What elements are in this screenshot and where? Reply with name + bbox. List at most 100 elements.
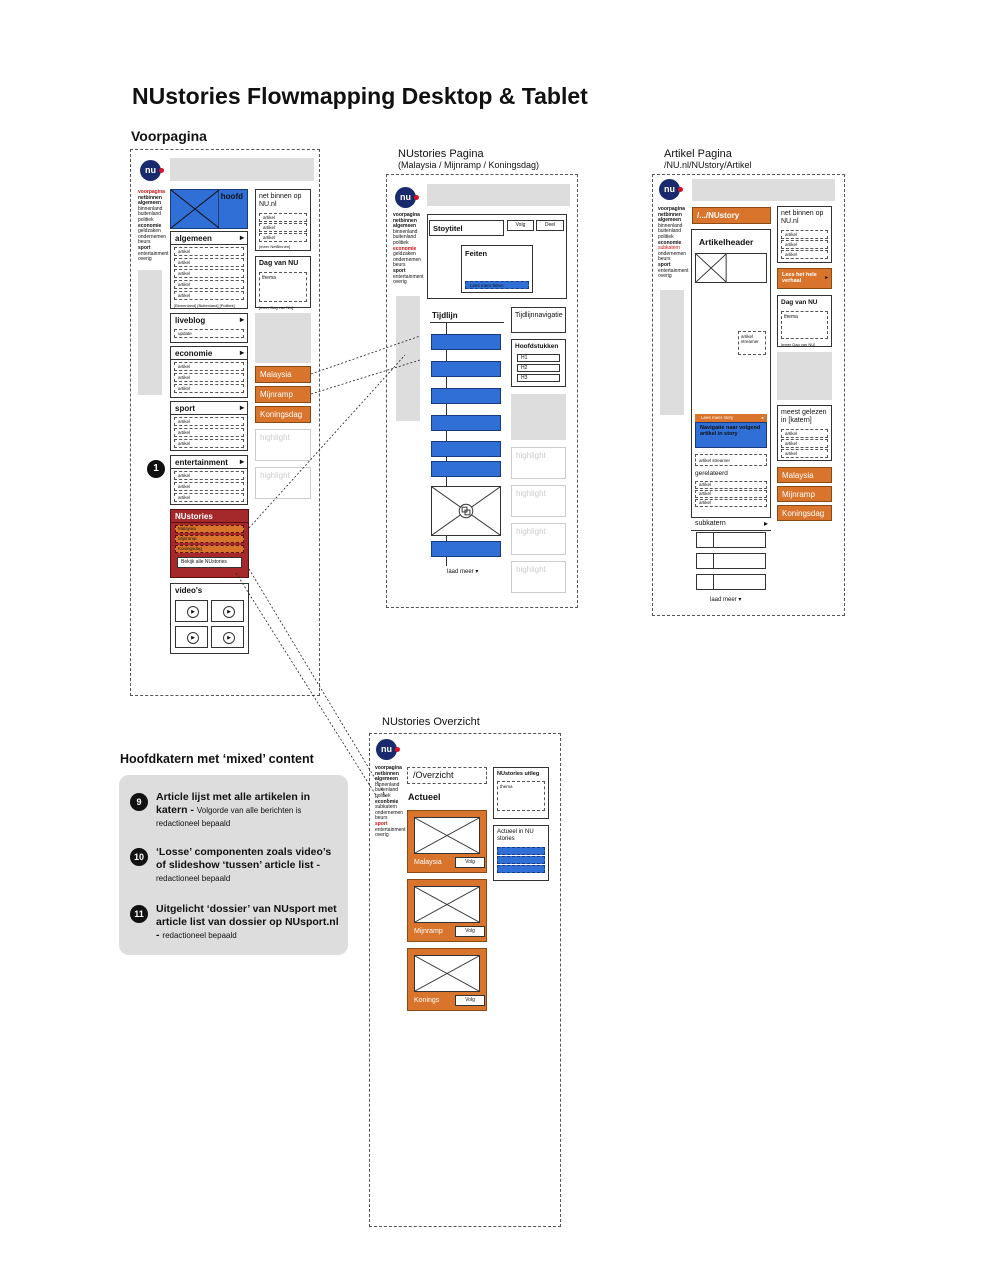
timeline-item[interactable]	[431, 388, 501, 404]
list-item[interactable]: artikel	[174, 471, 244, 480]
nav-item[interactable]: entertainment	[393, 273, 424, 280]
nav-item[interactable]: politiek	[138, 216, 154, 223]
nustories-item[interactable]: Koningsdag	[175, 545, 244, 553]
meer-net-binnen-link[interactable]: [meer NetBinnen]	[259, 244, 291, 249]
nu-logo[interactable]: nu	[140, 160, 164, 181]
actueel-item[interactable]	[497, 865, 545, 873]
list-item[interactable]: artikel	[695, 499, 767, 507]
deel-button[interactable]: Deel	[536, 220, 564, 231]
story-button-mijnramp[interactable]: Mijnramp	[777, 486, 832, 502]
nav-item[interactable]: sport	[138, 244, 151, 251]
list-item[interactable]: artikel	[695, 490, 767, 498]
nav-item[interactable]: algemeen	[393, 223, 417, 230]
nav-item[interactable]: netbinnen	[393, 217, 417, 224]
volg-button[interactable]: Volg	[455, 995, 485, 1006]
volg-button[interactable]: Volg	[507, 220, 534, 231]
list-item[interactable]: artikel	[259, 223, 307, 232]
meer-dag-link[interactable]: [meer Dag van NU]	[781, 342, 816, 347]
section-header[interactable]: algemeen	[171, 232, 247, 245]
nav-item[interactable]: voorpagina	[138, 189, 165, 195]
meer-dag-link[interactable]: [meer Dag van NU]	[259, 305, 294, 310]
volg-button[interactable]: Volg	[455, 926, 485, 937]
lees-meer-feiten-link[interactable]: Lees meer feiten	[465, 281, 529, 289]
story-card-konings[interactable]: Konings Volg	[407, 948, 487, 1011]
story-button-koningsdag[interactable]: Koningsdag	[255, 406, 311, 423]
nav-item[interactable]: netbinnen	[658, 211, 682, 218]
section-header[interactable]: sport	[171, 402, 247, 415]
laad-meer-button[interactable]: laad meer ▾	[710, 596, 741, 603]
nav-item[interactable]: geldzaken	[393, 251, 416, 258]
subkatern-item[interactable]	[696, 574, 766, 590]
list-item[interactable]: artikel	[174, 362, 244, 371]
thema-item[interactable]: thema	[259, 272, 307, 302]
story-breadcrumb[interactable]: /.../NUstory	[692, 207, 771, 224]
nav-item[interactable]: binnenland	[393, 228, 418, 235]
timeline-media[interactable]	[431, 486, 501, 536]
nav-item[interactable]: politiek	[658, 233, 674, 240]
story-card-malaysia[interactable]: Malaysia Volg	[407, 810, 487, 873]
nav-item[interactable]: beurs	[375, 815, 388, 822]
nav-item[interactable]: subkatern	[375, 804, 397, 811]
laad-meer-button[interactable]: laad meer ▾	[447, 568, 478, 575]
nav-item[interactable]: subkatern	[658, 245, 680, 252]
subkatern-item[interactable]	[696, 553, 766, 569]
highlight-block[interactable]: highlight	[255, 429, 311, 461]
highlight-block[interactable]: highlight	[511, 523, 566, 555]
nustories-header[interactable]: NUstories	[171, 510, 248, 523]
lees-meer-story-link[interactable]: Lees meer story▸	[695, 414, 767, 422]
highlight-block[interactable]: highlight	[511, 485, 566, 517]
list-item[interactable]: artikel	[174, 269, 244, 278]
subkatern-header[interactable]: subkatern	[691, 518, 771, 531]
nav-item[interactable]: politiek	[393, 239, 409, 246]
chapter-item[interactable]: H1	[517, 354, 560, 362]
nav-item[interactable]: buitenland	[138, 211, 162, 218]
section-header[interactable]: liveblog	[171, 314, 247, 327]
story-card-mijnramp[interactable]: Mijnramp Volg	[407, 879, 487, 942]
nav-item[interactable]: entertainment	[375, 826, 406, 833]
timeline-item[interactable]	[431, 541, 501, 557]
nustories-item[interactable]: Mijnramp	[175, 535, 244, 543]
timeline-item[interactable]	[431, 461, 501, 477]
section-footer[interactable]: [Binnenland] [Buitenland] [Politiek]	[174, 303, 235, 308]
nav-item[interactable]: voorpagina	[375, 765, 402, 771]
nav-item[interactable]: buitenland	[393, 234, 417, 241]
list-item[interactable]: artikel	[695, 481, 767, 489]
story-button-koningsdag[interactable]: Koningsdag	[777, 505, 832, 521]
list-item[interactable]: artikel	[174, 247, 244, 256]
list-item[interactable]: artikel	[174, 482, 244, 491]
highlight-block[interactable]: highlight	[511, 561, 566, 593]
timeline-item[interactable]	[431, 441, 501, 457]
list-item[interactable]: artikel	[174, 280, 244, 289]
list-item[interactable]: artikel	[174, 439, 244, 448]
list-item[interactable]: artikel	[174, 493, 244, 502]
tijdlijnnavigatie-box[interactable]: Tijdlijnnavigatie	[511, 307, 566, 333]
list-item[interactable]: artikel	[781, 230, 828, 239]
story-button-mijnramp[interactable]: Mijnramp	[255, 386, 311, 403]
nav-item[interactable]: sport	[658, 261, 671, 268]
list-item[interactable]: artikel	[781, 439, 828, 448]
article-image[interactable]	[695, 253, 767, 283]
chapter-item[interactable]: H3	[517, 374, 560, 382]
nav-item[interactable]: ondernemen	[138, 233, 167, 240]
overzicht-breadcrumb[interactable]: /Overzicht	[407, 767, 487, 784]
section-header[interactable]: economie	[171, 347, 247, 360]
list-item[interactable]: artikel	[781, 429, 828, 438]
nav-item[interactable]: geldzaken	[138, 228, 161, 235]
nu-logo[interactable]: nu	[659, 179, 683, 200]
nav-item[interactable]: beurs	[393, 262, 406, 269]
nav-item[interactable]: beurs	[658, 256, 671, 263]
nu-logo[interactable]: nu	[376, 739, 400, 760]
timeline-item[interactable]	[431, 415, 501, 431]
list-item[interactable]: artikel	[174, 417, 244, 426]
nav-item[interactable]: binnenland	[658, 222, 683, 229]
hoofd-image[interactable]: hoofd	[170, 189, 248, 229]
nav-item[interactable]: entertainment	[658, 267, 689, 274]
nav-item[interactable]: overig	[393, 279, 407, 286]
nav-item[interactable]: ondernemen	[375, 809, 404, 816]
thema-item[interactable]: thema	[781, 311, 828, 339]
videos-header[interactable]: video's	[175, 586, 203, 595]
list-item[interactable]: artikel	[174, 384, 244, 393]
list-item[interactable]: artikel	[174, 428, 244, 437]
video-thumb[interactable]: ▶	[175, 626, 208, 648]
nav-item[interactable]: algemeen	[138, 200, 162, 207]
